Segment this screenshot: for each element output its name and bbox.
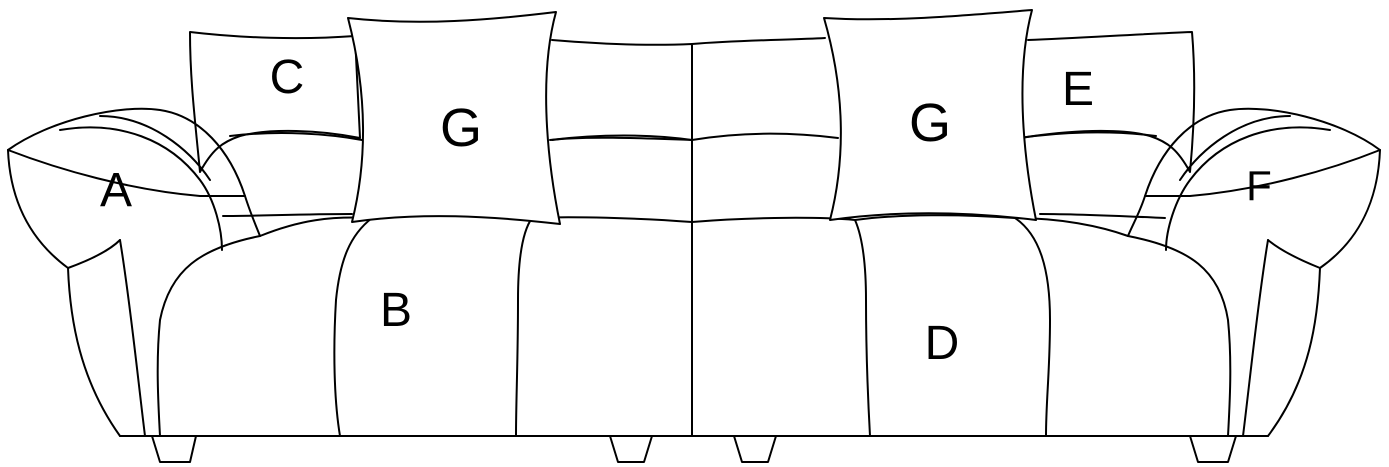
- label-f: F: [1246, 165, 1272, 207]
- leg-center-left: [610, 436, 652, 462]
- leg-far-left: [152, 436, 196, 462]
- label-e: E: [1062, 66, 1094, 114]
- label-c: C: [270, 54, 305, 102]
- leg-far-right: [1190, 436, 1236, 462]
- label-g-right: G: [909, 96, 951, 150]
- label-d: D: [925, 320, 960, 368]
- right-arm: [1128, 109, 1380, 436]
- left-arm: [8, 109, 260, 436]
- label-a: A: [100, 167, 132, 215]
- label-b: B: [380, 287, 412, 335]
- label-g-left: G: [440, 101, 482, 155]
- leg-center-right: [734, 436, 776, 462]
